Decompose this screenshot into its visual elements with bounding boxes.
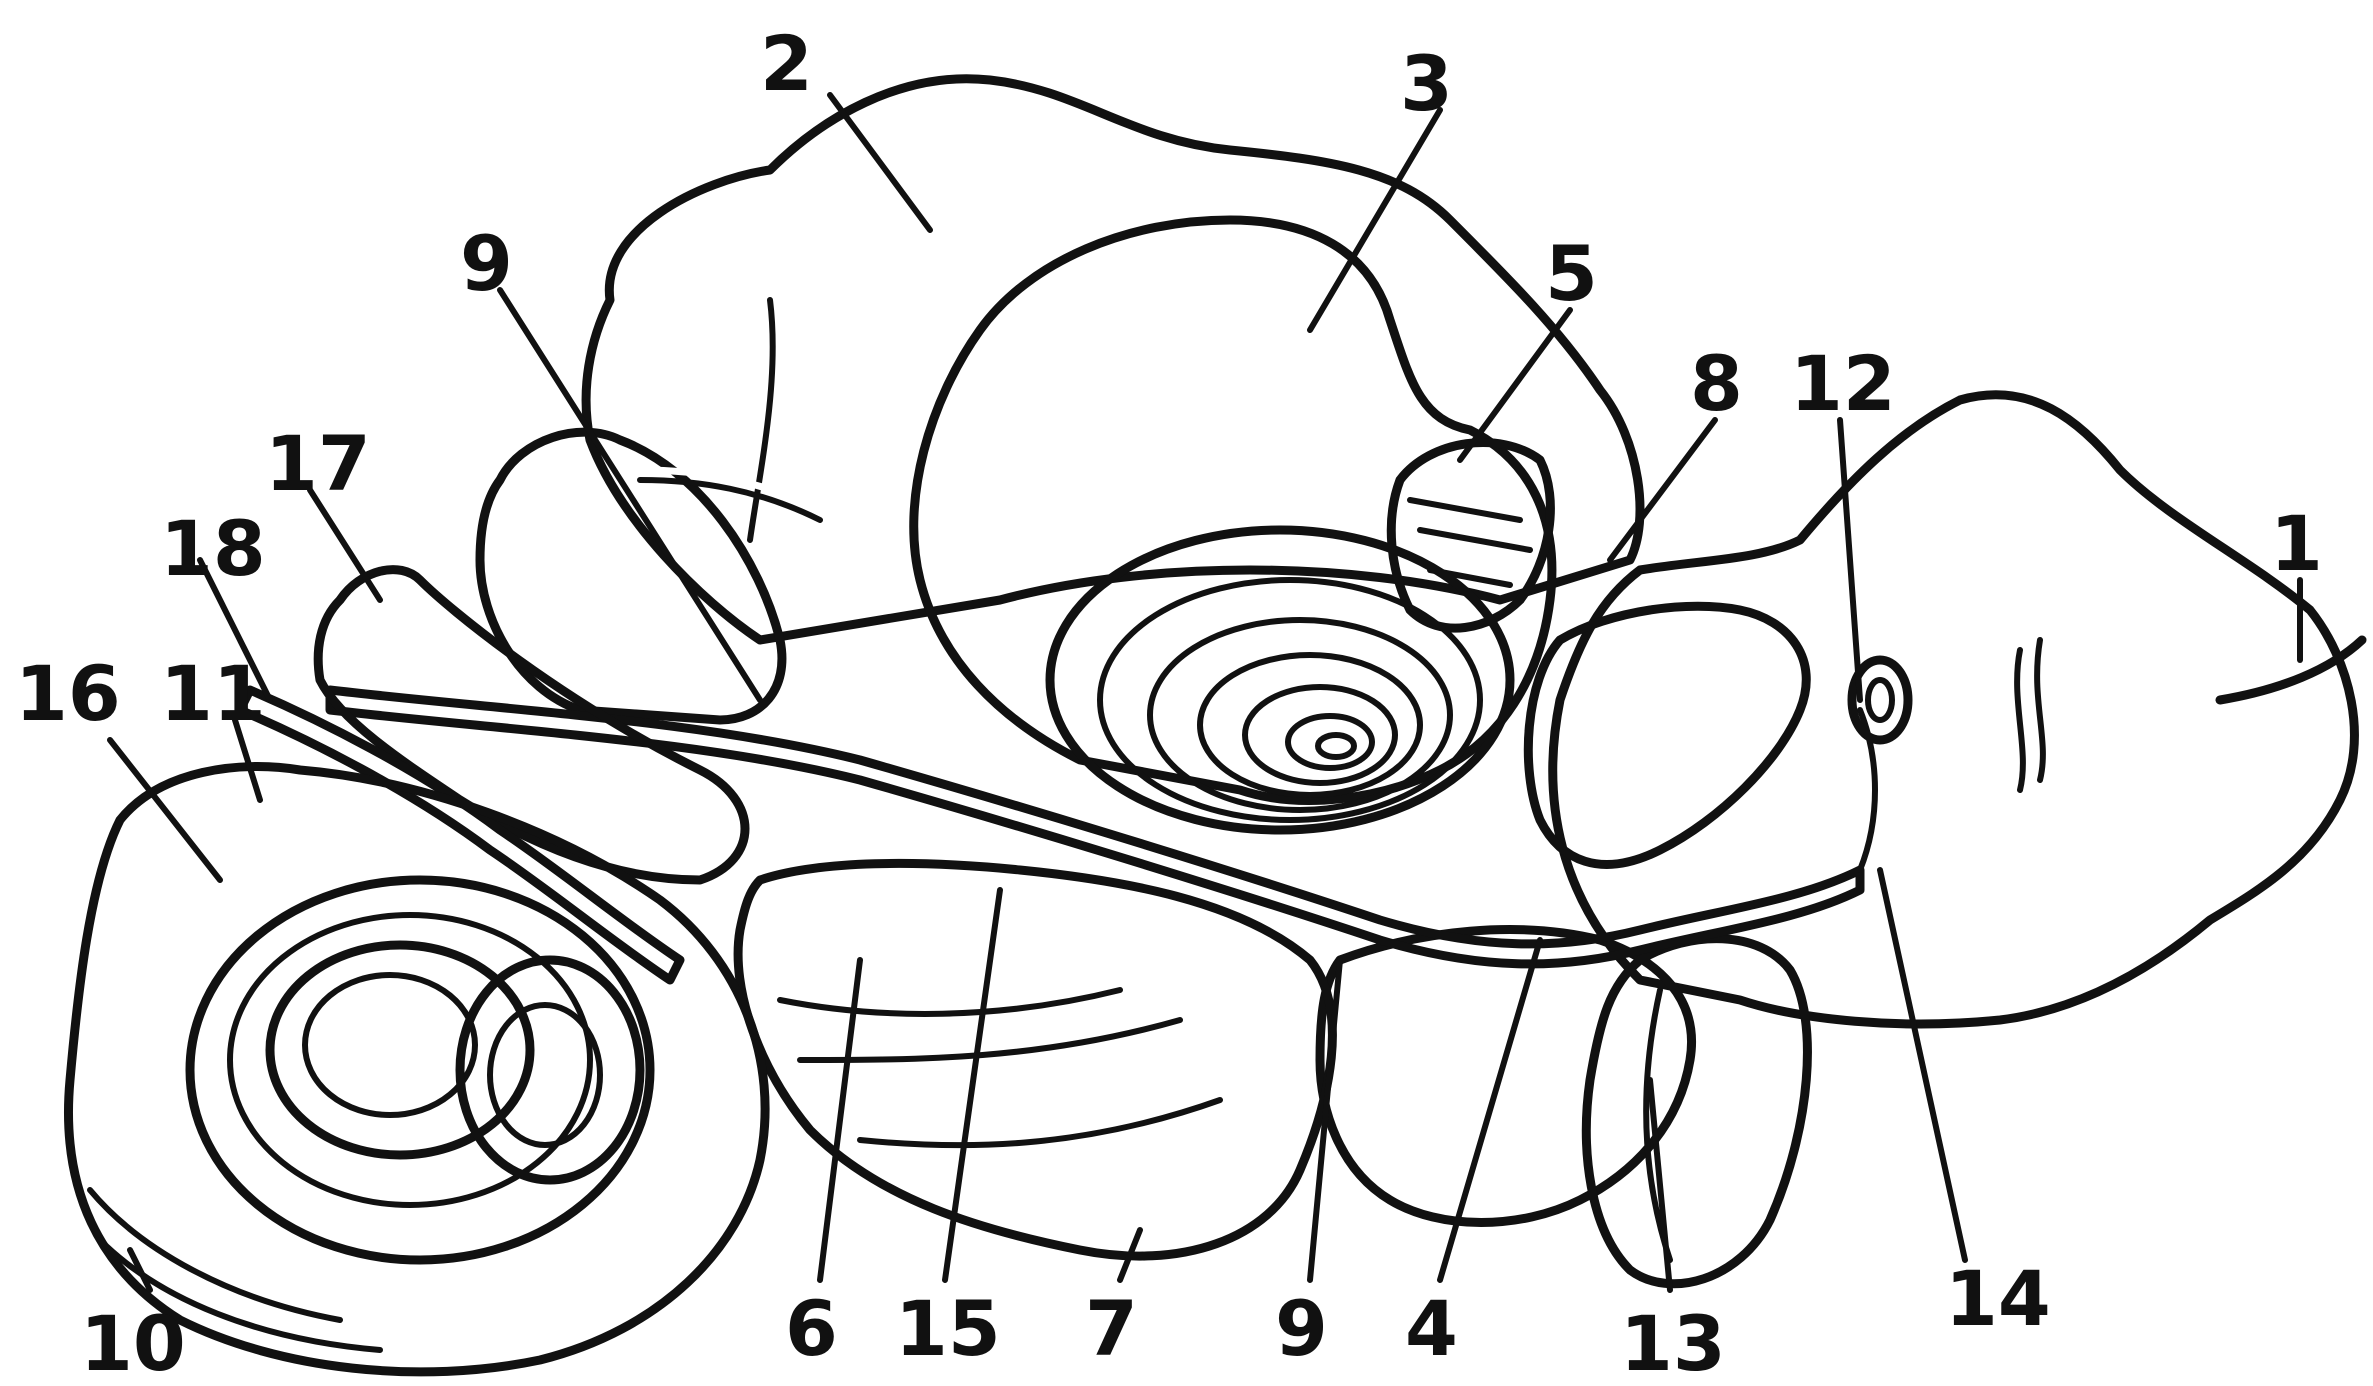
label-8: 8 (1690, 339, 1743, 428)
stalk-18 (240, 690, 680, 980)
leader-lines (110, 95, 2300, 1290)
label-9-lower: 9 (1275, 1284, 1328, 1373)
label-18: 18 (160, 504, 266, 593)
label-12: 12 (1790, 339, 1896, 428)
label-5: 5 (1545, 229, 1598, 318)
label-14: 14 (1945, 1254, 2051, 1343)
label-11: 11 (160, 649, 266, 738)
label-6: 6 (785, 1284, 838, 1373)
liver-lobe-left (480, 432, 782, 720)
label-2: 2 (760, 19, 813, 108)
liver-lobe-right (1553, 395, 2355, 1024)
label-7: 7 (1085, 1284, 1138, 1373)
label-13: 13 (1620, 1299, 1726, 1386)
label-10: 10 (80, 1299, 186, 1386)
label-17: 17 (265, 419, 371, 508)
label-15: 15 (895, 1284, 1001, 1373)
label-3: 3 (1400, 39, 1453, 128)
label-16: 16 (15, 649, 121, 738)
label-9-upper: 9 (460, 219, 513, 308)
rumen-spiral (1050, 530, 1510, 830)
coiled-intestine (68, 767, 765, 1372)
label-1: 1 (2270, 499, 2323, 588)
label-4: 4 (1405, 1284, 1458, 1373)
pancreas (1528, 606, 1806, 864)
